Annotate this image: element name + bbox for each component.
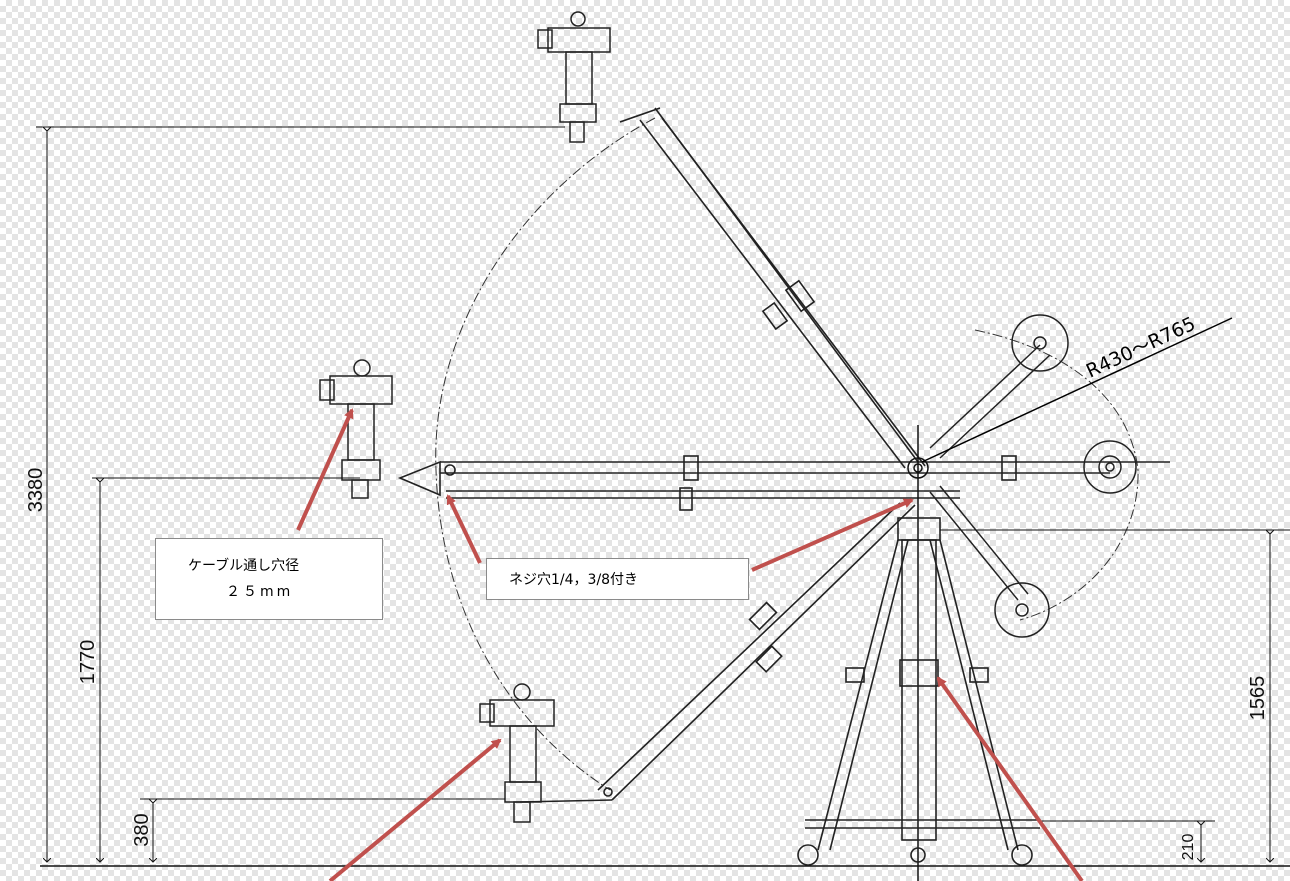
arrow-tripod bbox=[936, 676, 1084, 881]
camera-top bbox=[537, 11, 611, 143]
callout-cable-hole: ケーブル通し穴径 ２５mm bbox=[155, 538, 383, 620]
callout-cable-hole-line2: ２５mm bbox=[226, 584, 294, 600]
callout-cable-hole-line1: ケーブル通し穴径 bbox=[188, 558, 300, 574]
dimension-tripod-height: 1565 bbox=[1247, 676, 1269, 721]
extension-lines bbox=[36, 126, 1290, 822]
arrow-boom-end bbox=[446, 494, 482, 564]
dimension-lines bbox=[47, 131, 1270, 862]
lower-boom bbox=[519, 502, 916, 803]
camera-middle bbox=[319, 359, 393, 499]
radius-leader bbox=[921, 317, 1233, 463]
callout-arrows bbox=[296, 408, 1084, 881]
callout-screw-holes: ネジ穴1/4，3/8付き bbox=[486, 558, 749, 600]
upper-boom bbox=[619, 107, 926, 469]
radius-label: R430〜R765 bbox=[1083, 313, 1199, 383]
sweep-arc bbox=[435, 117, 1139, 791]
tripod bbox=[797, 517, 1040, 866]
horizontal-boom bbox=[397, 455, 1170, 511]
counterweight-disc bbox=[994, 314, 1137, 638]
camera-bottom bbox=[479, 683, 555, 823]
arrow-pivot bbox=[751, 498, 914, 572]
dimension-pivot-height: 1770 bbox=[77, 640, 99, 685]
pivot-joint bbox=[907, 425, 929, 881]
arrow-bottom-camera bbox=[328, 738, 502, 881]
dimension-caster-height: 210 bbox=[1180, 834, 1197, 861]
dimension-total-height: 3380 bbox=[25, 468, 47, 513]
arrow-cable-hole bbox=[296, 408, 354, 531]
dimension-low-camera-height: 380 bbox=[131, 813, 153, 846]
callout-screw-holes-text: ネジ穴1/4，3/8付き bbox=[509, 572, 639, 588]
counterweight-arms bbox=[929, 344, 1051, 601]
